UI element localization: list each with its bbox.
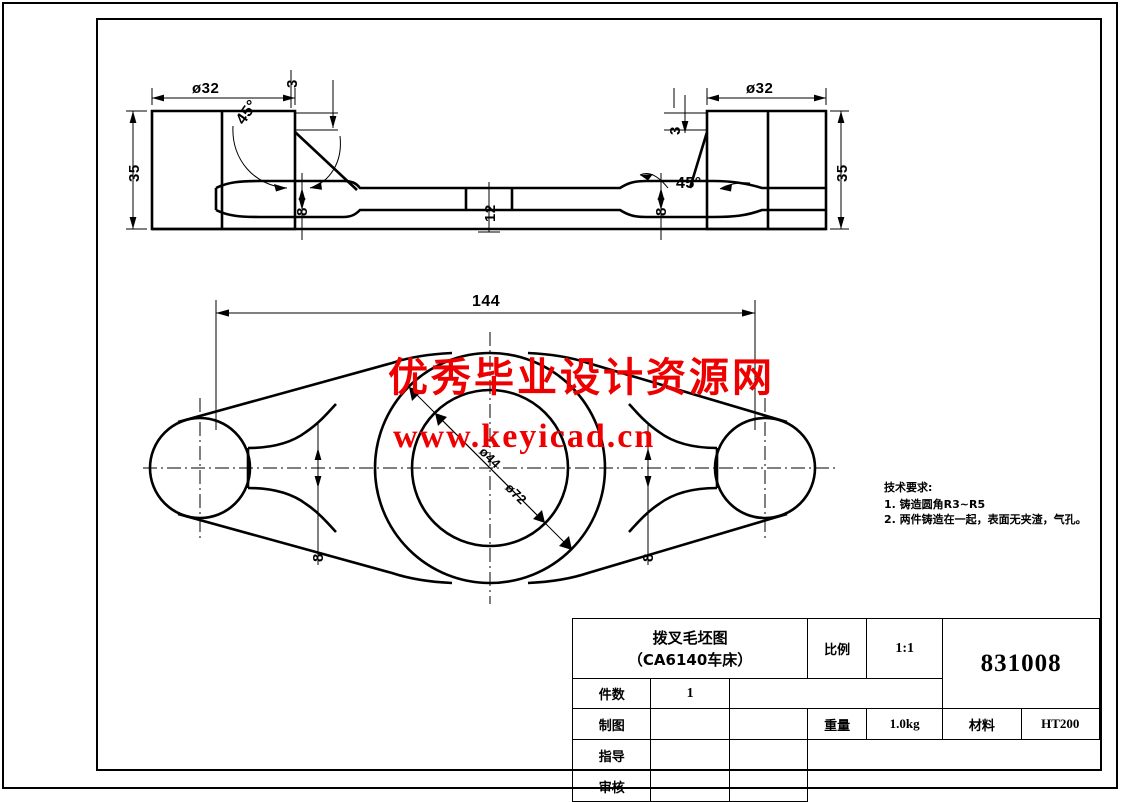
dim-angle45-right: 45° [676,175,702,192]
role-drawn-date[interactable] [728,708,809,740]
dim-step3-right: 3 [667,126,684,135]
role-guide-label: 指导 [571,739,652,771]
scale-value: 1:1 [866,618,944,679]
part-title-cell: 拨叉毛坯图 （CA6140车床） [571,618,809,679]
dim-thickness8-left-top: 8 [294,207,311,216]
part-number: 831008 [942,618,1100,709]
dim-height35-left: 35 [126,164,143,182]
role-guide-name[interactable] [650,739,730,771]
dim-rib8-right: 8 [640,553,657,562]
title-block-filler-2 [808,771,1100,802]
dim-center12: 12 [482,204,499,222]
dim-thickness8-right-top: 8 [653,207,670,216]
watermark-site-url: www.keyicad.cn [393,418,656,455]
dim-height35-right: 35 [834,164,851,182]
scale-label: 比例 [807,618,868,679]
material-label: 材料 [942,708,1022,740]
tech-req-item-2: 2. 两件铸造在一起，表面无夹渣，气孔。 [884,513,1087,526]
tech-req-item-1: 1. 铸造圆角R3~R5 [884,498,986,511]
weight-value: 1.0kg [866,708,944,740]
role-guide-date[interactable] [728,739,809,771]
dim-dia32-left: ø32 [192,80,220,97]
title-block-filler-1 [808,740,1100,771]
part-name-line1: 拨叉毛坯图 [652,628,728,647]
sheet-outer-border [2,2,1118,789]
title-block: 拨叉毛坯图 （CA6140车床） 比例 1:1 831008 件数 1 制图 重… [571,618,1101,802]
dim-step3-left: 3 [284,79,301,88]
dim-length144: 144 [472,293,501,310]
technical-requirements: 技术要求: 1. 铸造圆角R3~R5 2. 两件铸造在一起，表面无夹渣，气孔。 [884,480,1099,527]
dim-rib8-left: 8 [310,553,327,562]
front-view-dimensions [216,300,755,565]
part-name-line2: （CA6140车床） [627,650,753,669]
watermark-site-name: 优秀毕业设计资源网 [388,355,775,401]
weight-label: 重量 [807,708,868,740]
qty-label: 件数 [571,678,652,709]
role-check-name[interactable] [650,770,730,802]
role-drawn-label: 制图 [571,708,652,740]
role-check-date[interactable] [728,770,809,802]
qty-value: 1 [650,678,730,709]
role-drawn-name[interactable] [650,708,730,740]
material-value: HT200 [1020,708,1101,740]
tech-req-heading: 技术要求: [884,481,933,494]
role-check-label: 审核 [571,770,652,802]
top-view-dimensions [126,70,849,240]
dim-dia32-right: ø32 [746,80,774,97]
